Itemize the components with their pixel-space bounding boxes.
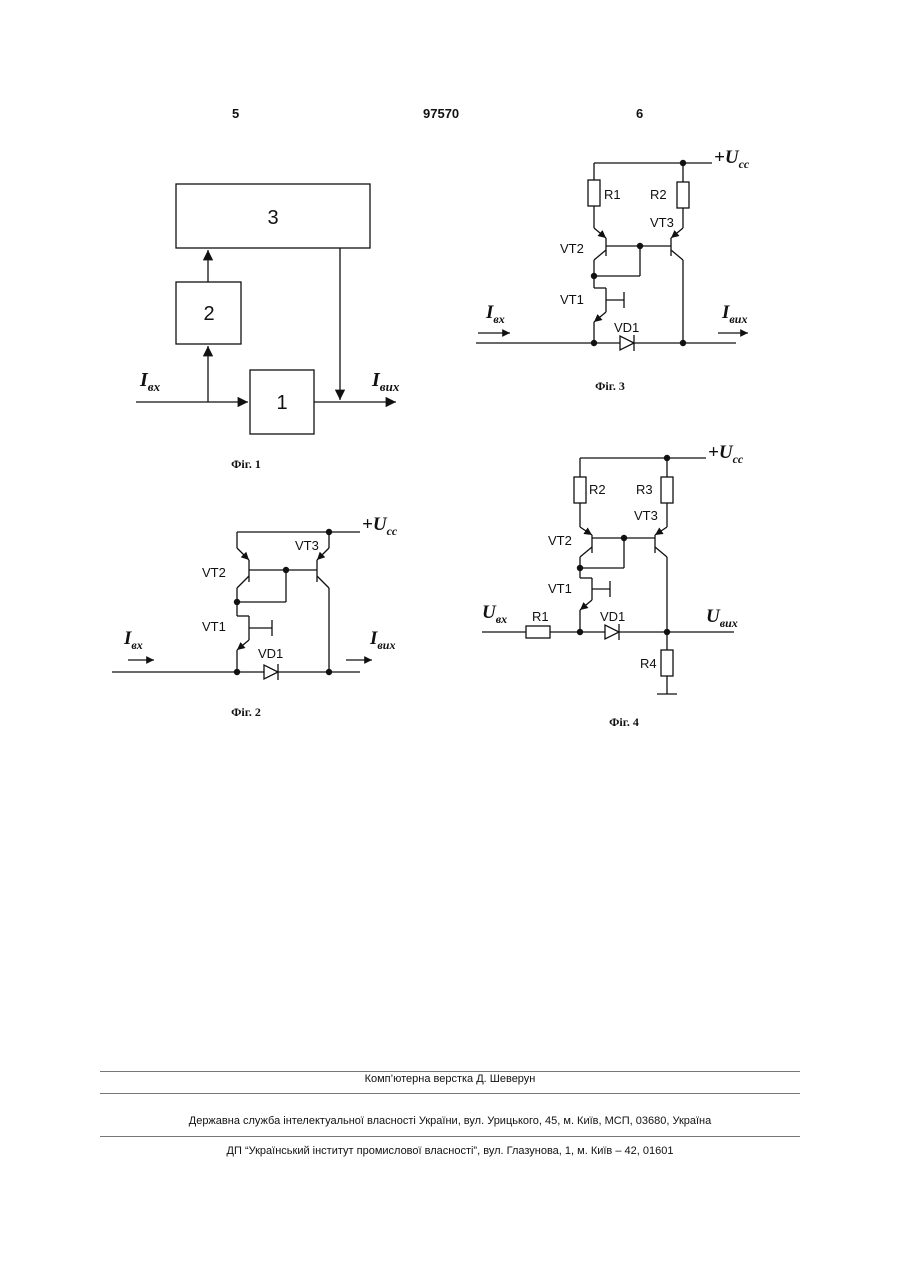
footer-rule-top [100, 1071, 800, 1072]
figure-2-circuit [112, 532, 372, 680]
fig3-caption: Фіг. 3 [595, 379, 625, 393]
fig3-supply-label: +Ucc [714, 147, 750, 171]
fig4-r2 [574, 477, 586, 503]
fig4-r2-label: R2 [589, 482, 606, 497]
fig2-vt1-label: VT1 [202, 619, 226, 634]
footer-institute: ДП “Український інститут промислової вла… [100, 1145, 800, 1157]
block-3-label: 3 [267, 207, 278, 229]
fig3-r1 [588, 180, 600, 206]
fig4-r3-label: R3 [636, 482, 653, 497]
fig4-r4 [661, 650, 673, 676]
fig4-vt1-label: VT1 [548, 581, 572, 596]
figure-4-circuit [482, 458, 734, 694]
fig4-output-label: Uвих [706, 606, 738, 630]
fig4-r1-label: R1 [532, 609, 549, 624]
fig2-output-label: Iвих [369, 628, 395, 652]
block-1-label: 1 [276, 392, 287, 414]
fig2-vt2-label: VT2 [202, 565, 226, 580]
fig2-supply-label: +Ucc [362, 514, 398, 538]
fig4-r4-label: R4 [640, 656, 657, 671]
fig3-vt2-label: VT2 [560, 241, 584, 256]
fig4-input-label: Uвх [482, 602, 507, 626]
fig2-input-label: Iвх [123, 628, 143, 652]
fig1-caption: Фіг. 1 [231, 457, 261, 471]
fig4-caption: Фіг. 4 [609, 715, 639, 729]
fig2-vd1-label: VD1 [258, 646, 283, 661]
footer-office: Державна служба інтелектуальної власност… [100, 1115, 800, 1127]
fig3-r2 [677, 182, 689, 208]
footer-rule-bottom [100, 1136, 800, 1137]
footer-typesetter: Комп’ютерна верстка Д. Шеверун [100, 1073, 800, 1085]
fig3-vt3-label: VT3 [650, 215, 674, 230]
fig3-vd1-label: VD1 [614, 320, 639, 335]
footer-rule-middle [100, 1093, 800, 1094]
fig1-output-label: Iвих [371, 369, 400, 394]
figure-1-block-diagram [136, 184, 396, 434]
block-2-label: 2 [203, 303, 214, 325]
fig1-input-label: Iвх [139, 369, 161, 394]
fig4-vt3-label: VT3 [634, 508, 658, 523]
fig4-r3 [661, 477, 673, 503]
fig2-vt3-label: VT3 [295, 538, 319, 553]
fig3-input-label: Iвх [485, 302, 505, 326]
fig3-vt1-label: VT1 [560, 292, 584, 307]
fig4-vd1-label: VD1 [600, 609, 625, 624]
fig4-supply-label: +Ucc [708, 442, 744, 466]
fig3-output-label: Iвих [721, 302, 747, 326]
fig4-vt2-label: VT2 [548, 533, 572, 548]
fig4-r1 [526, 626, 550, 638]
fig2-caption: Фіг. 2 [231, 705, 261, 719]
fig3-r1-label: R1 [604, 187, 621, 202]
fig3-r2-label: R2 [650, 187, 667, 202]
